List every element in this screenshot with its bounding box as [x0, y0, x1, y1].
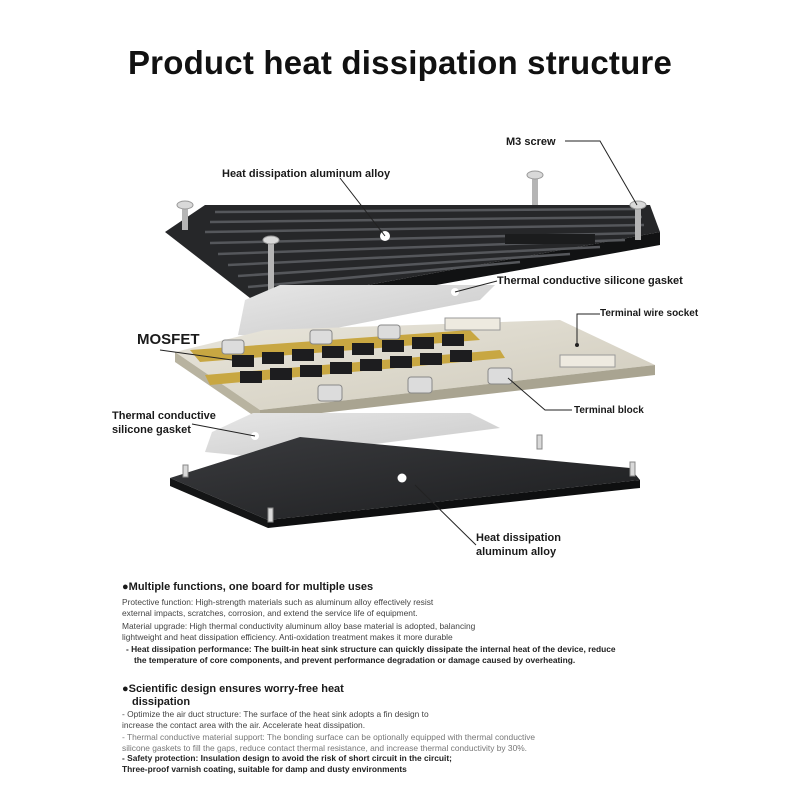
section1-heading: ●Multiple functions, one board for multi… [122, 581, 374, 593]
pcb-board [175, 317, 655, 420]
label-top-gasket: Thermal conductive silicone gasket [497, 275, 683, 287]
page-title: Product heat dissipation structure [127, 44, 673, 81]
section2-p1-line2: increase the contact area with the air. … [122, 719, 366, 730]
label-bottom-heat-sink-line2: aluminum alloy [476, 546, 557, 558]
bullet-icon: ● [122, 683, 129, 695]
section1-p3-line1: - Heat dissipation performance: The buil… [126, 644, 616, 654]
leader-lines [159, 140, 638, 546]
exploded-diagram [159, 140, 660, 546]
bullet-icon: ● [122, 581, 129, 593]
section2-p4: Three-proof varnish coating, suitable fo… [122, 763, 407, 774]
section2-heading-line1: ●Scientific design ensures worry-free he… [122, 683, 344, 695]
section1-p2-line1: Material upgrade: High thermal conductiv… [122, 621, 476, 631]
label-top-heat-sink: Heat dissipation aluminum alloy [222, 168, 391, 180]
section2-p1-line1: - Optimize the air duct structure: The s… [122, 709, 429, 719]
section1-p1-line1: Protective function: High-strength mater… [122, 597, 434, 607]
section2-p2-line2: silicone gaskets to fill the gaps, reduc… [122, 742, 527, 753]
section1-p1-line2: external impacts, scratches, corrosion, … [122, 607, 418, 618]
label-bottom-heat-sink: Heat dissipation aluminum alloy [476, 531, 561, 559]
label-bottom-heat-sink-line1: Heat dissipation [476, 532, 561, 544]
section1-p2-line2: lightweight and heat dissipation efficie… [122, 631, 453, 642]
label-bottom-gasket: Thermal conductive silicone gasket [112, 409, 216, 437]
section2-p2-line1: - Thermal conductive material support: T… [122, 732, 536, 742]
section-scientific-design: ●Scientific design ensures worry-free he… [122, 683, 692, 774]
section1-p3-line2: the temperature of core components, and … [134, 654, 576, 665]
m3-screws [176, 170, 647, 295]
label-bottom-gasket-line1: Thermal conductive [112, 410, 216, 422]
section2-p3: - Safety protection: Insulation design t… [122, 753, 452, 763]
section-multiple-functions: ●Multiple functions, one board for multi… [122, 581, 734, 665]
section2-heading-line2: dissipation [132, 696, 191, 708]
label-mosfet: MOSFET [137, 331, 200, 348]
bottom-heat-sink-plate [170, 434, 640, 528]
label-m3-screw: M3 screw [506, 136, 556, 148]
label-terminal-wire-socket: Terminal wire socket [600, 308, 699, 319]
top-gasket [238, 285, 495, 337]
label-terminal-block: Terminal block [574, 405, 644, 416]
label-bottom-gasket-line2: silicone gasket [112, 424, 191, 436]
